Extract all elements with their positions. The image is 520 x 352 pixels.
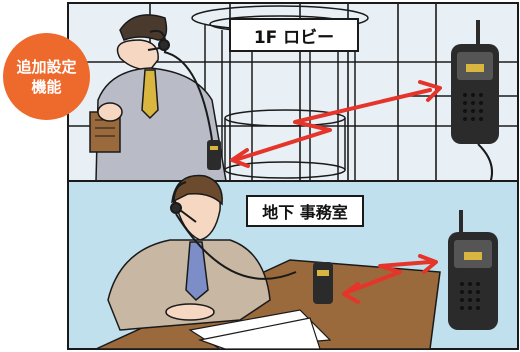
papers (188, 309, 332, 350)
headset-icon (170, 181, 297, 280)
badge-line-2: 機能 (31, 77, 62, 96)
two-way-arrow-icon (230, 80, 442, 168)
radio-device-icon (451, 20, 499, 144)
headset-icon (147, 30, 213, 141)
floor-label-lobby: 1F ロビー (229, 18, 359, 52)
office-man (107, 174, 271, 331)
feature-badge: 追加設定 機能 (3, 33, 90, 120)
badge-line-1: 追加設定 (16, 57, 77, 76)
floor-label-office: 地下 事務室 (246, 195, 364, 227)
clip-microphone-icon (313, 262, 333, 304)
lobby-man (89, 14, 227, 182)
clip-microphone-icon (207, 140, 221, 170)
two-way-arrow-icon (342, 254, 438, 304)
office-panel (67, 174, 519, 350)
radio-device-icon (448, 210, 498, 330)
